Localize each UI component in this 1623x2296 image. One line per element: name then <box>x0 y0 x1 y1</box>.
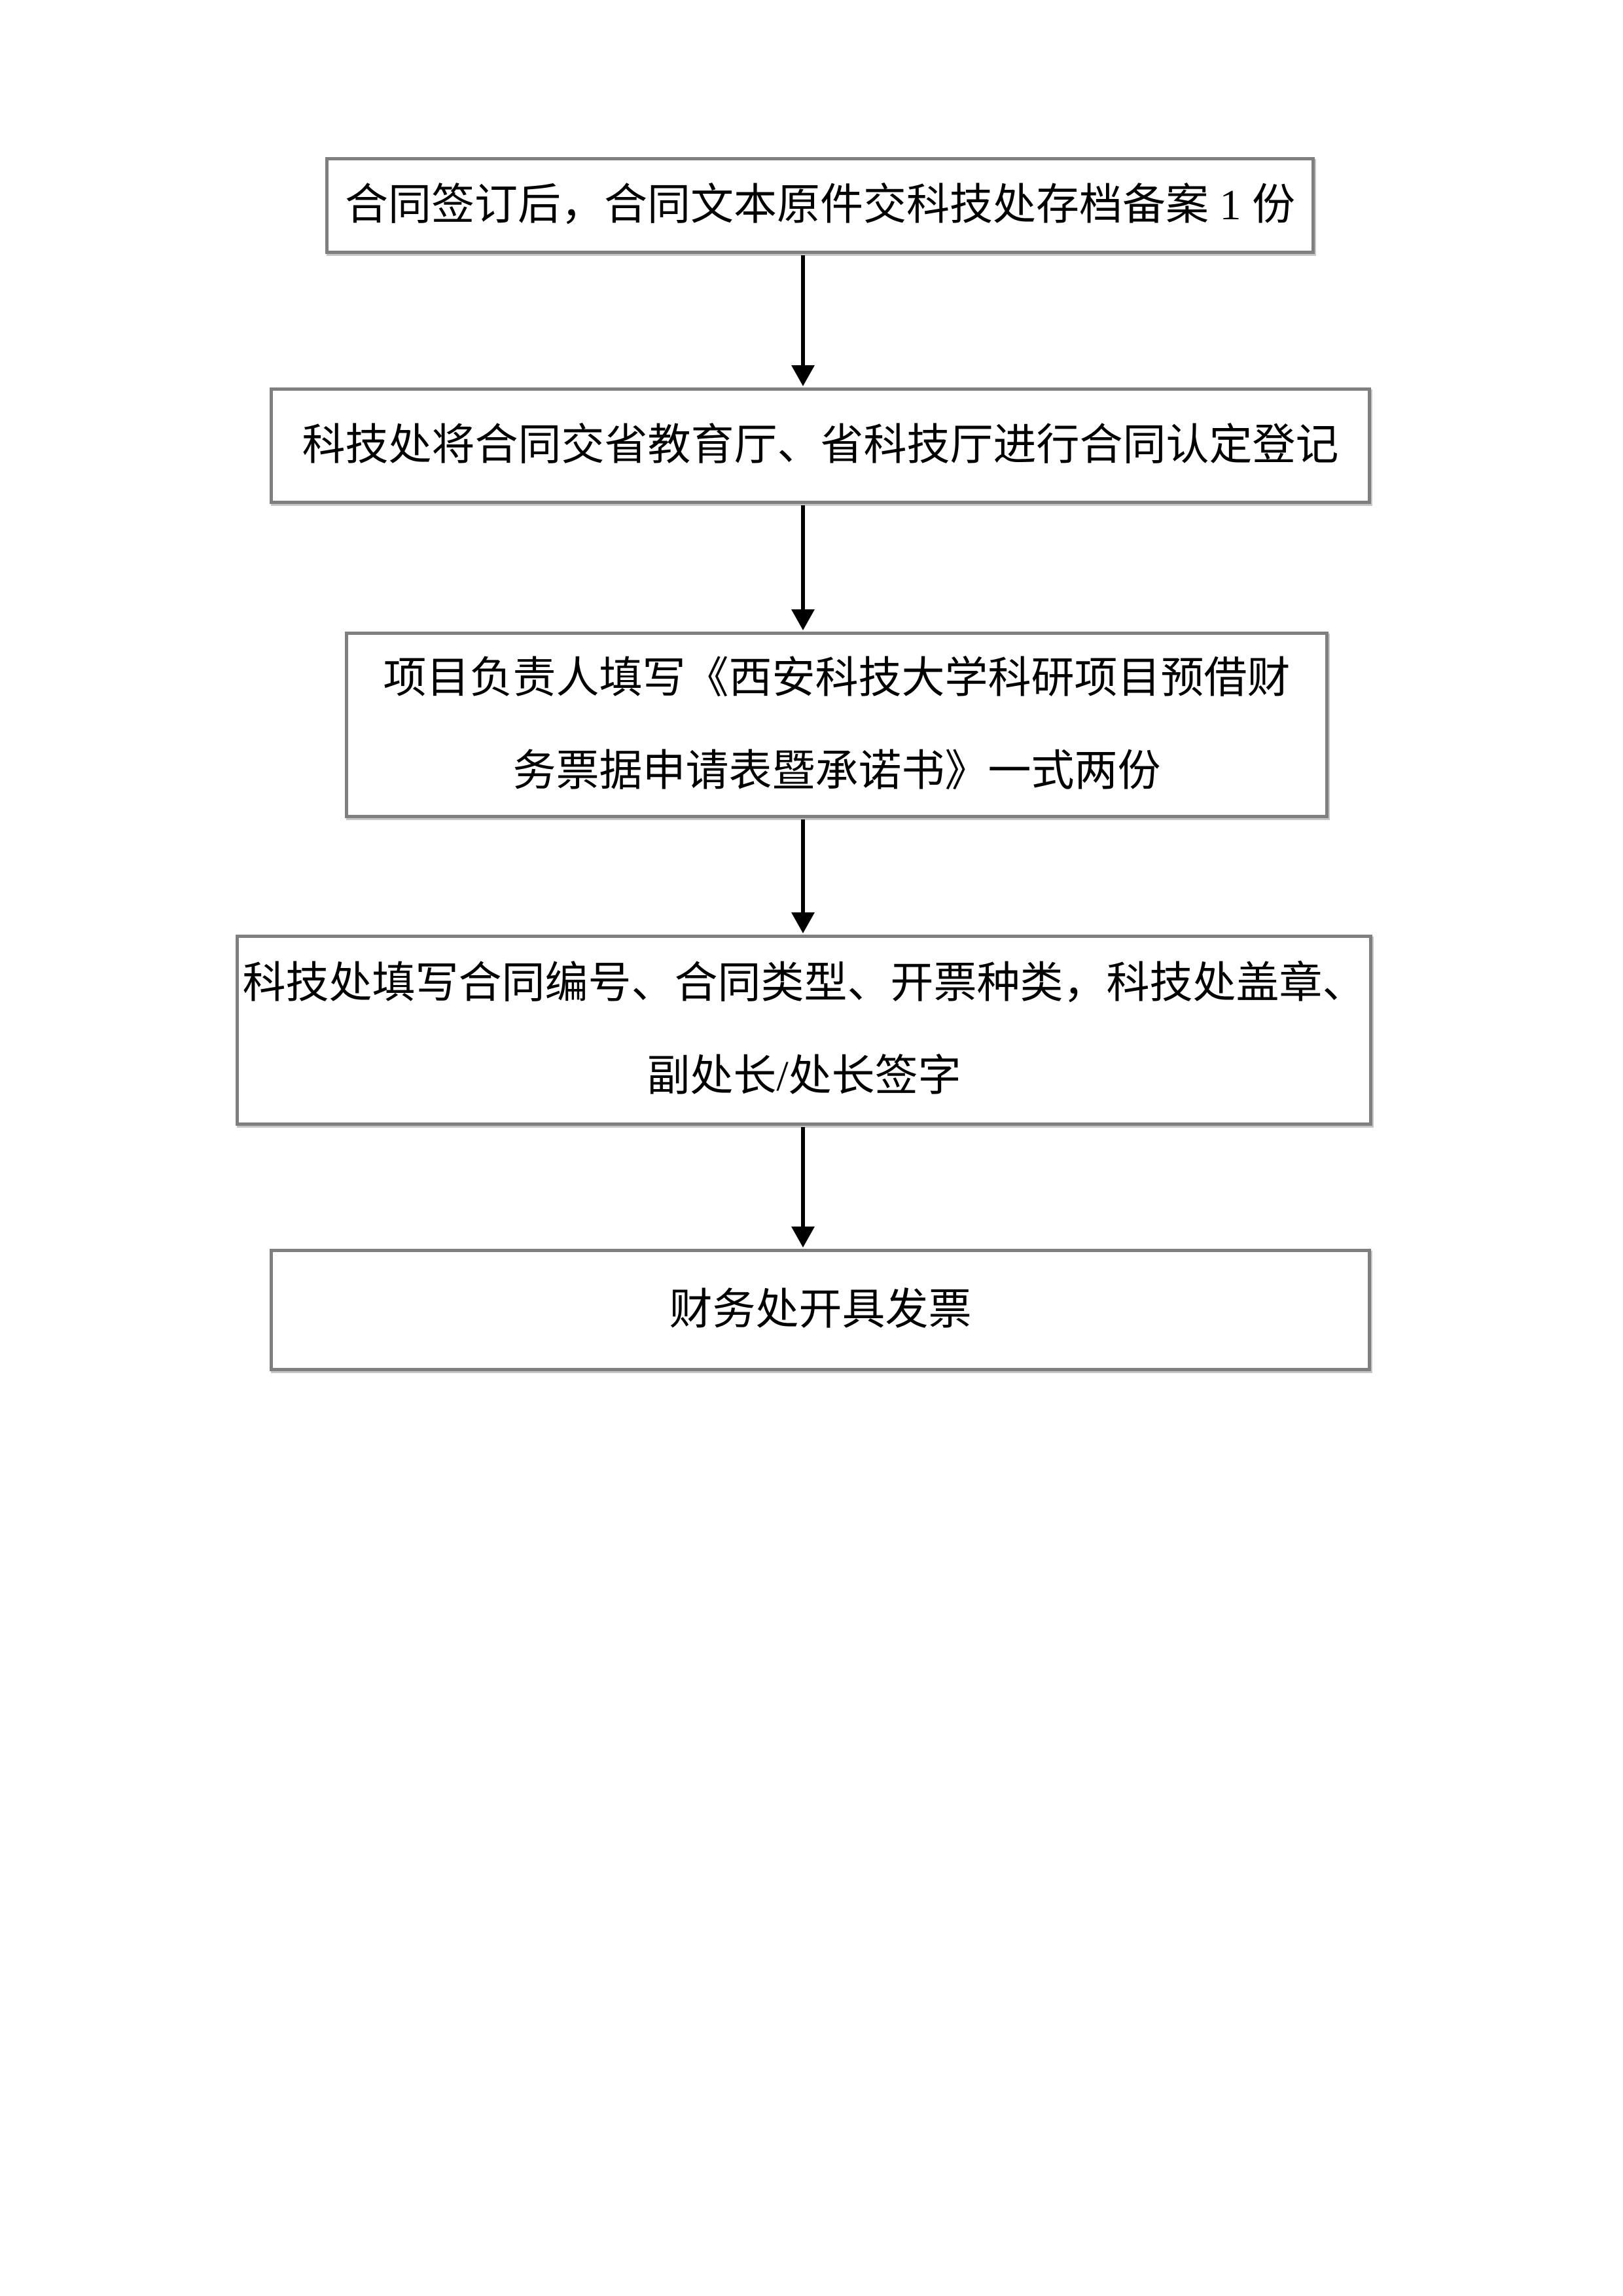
flow-step-text-line-2: 副处长/处长签字 <box>647 1052 961 1100</box>
flow-arrow-2 <box>791 505 815 630</box>
flow-step-stamp-and-signature: 科技处填写合同编号、合同类型、开票种类，科技处盖章、 副处长/处长签字 <box>236 935 1372 1126</box>
arrow-down-icon <box>791 609 815 630</box>
flow-step-text: 财务处开具发票 <box>669 1285 972 1334</box>
arrow-shaft <box>801 505 805 609</box>
arrow-shaft <box>801 1127 805 1227</box>
flow-arrow-4 <box>791 1127 815 1247</box>
arrow-down-icon <box>791 365 815 386</box>
flow-step-text-line-1: 科技处填写合同编号、合同类型、开票种类，科技处盖章、 <box>242 960 1366 1007</box>
arrow-shaft <box>801 255 805 365</box>
flow-step-invoice-issue: 财务处开具发票 <box>270 1249 1371 1371</box>
arrow-down-icon <box>791 1227 815 1247</box>
flow-step-text: 科技处将合同交省教育厅、省科技厅进行合同认定登记 <box>302 422 1339 469</box>
flow-step-contract-registration: 科技处将合同交省教育厅、省科技厅进行合同认定登记 <box>270 387 1371 504</box>
flow-arrow-1 <box>791 255 815 386</box>
arrow-shaft <box>801 819 805 912</box>
flow-step-application-form: 项目负责人填写《西安科技大学科研项目预借财 务票据申请表暨承诺书》一式两份 <box>345 632 1329 818</box>
flow-step-contract-filing: 合同签订后，合同文本原件交科技处存档备案 1 份 <box>325 157 1315 254</box>
flow-step-text-line-1: 项目负责人填写《西安科技大学科研项目预借财 <box>383 654 1291 702</box>
flow-arrow-3 <box>791 819 815 933</box>
arrow-down-icon <box>791 912 815 933</box>
flow-step-text: 合同签订后，合同文本原件交科技处存档备案 1 份 <box>345 181 1295 229</box>
flow-step-text-line-2: 务票据申请表暨承诺书》一式两份 <box>512 747 1161 795</box>
